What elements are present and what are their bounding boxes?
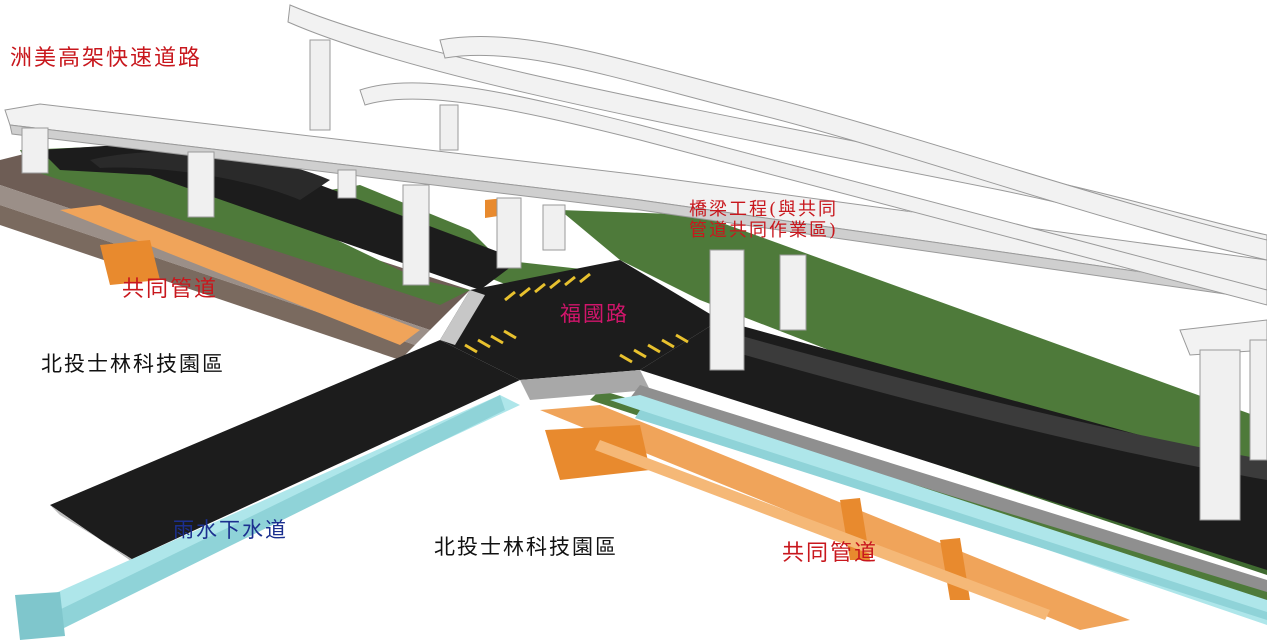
curbs bbox=[50, 290, 1267, 592]
elevated-expressway bbox=[4, 4, 1267, 356]
label-expressway: 洲美高架快速道路 bbox=[10, 46, 203, 71]
label-tech-park-left: 北投士林科技園區 bbox=[41, 352, 225, 376]
label-fuguo-road: 福國路 bbox=[560, 302, 629, 326]
utility-tunnel-right bbox=[540, 405, 1130, 630]
label-bridge-works-line1: 橋梁工程(與共同 bbox=[689, 199, 839, 220]
crosswalk-markings bbox=[464, 272, 689, 364]
utility-tunnel-left bbox=[60, 198, 505, 345]
label-bridge-works-line2: 管道共同作業區) bbox=[689, 220, 839, 241]
label-storm-sewer: 雨水下水道 bbox=[173, 518, 288, 542]
label-tech-park-bottom: 北投士林科技園區 bbox=[434, 535, 618, 559]
storm-sewer bbox=[15, 395, 1267, 640]
label-utility-tunnel-right: 共同管道 bbox=[782, 541, 879, 566]
bridge-piers bbox=[21, 39, 1267, 521]
label-utility-tunnel-left: 共同管道 bbox=[122, 277, 219, 302]
asphalt-roads bbox=[40, 140, 1267, 570]
